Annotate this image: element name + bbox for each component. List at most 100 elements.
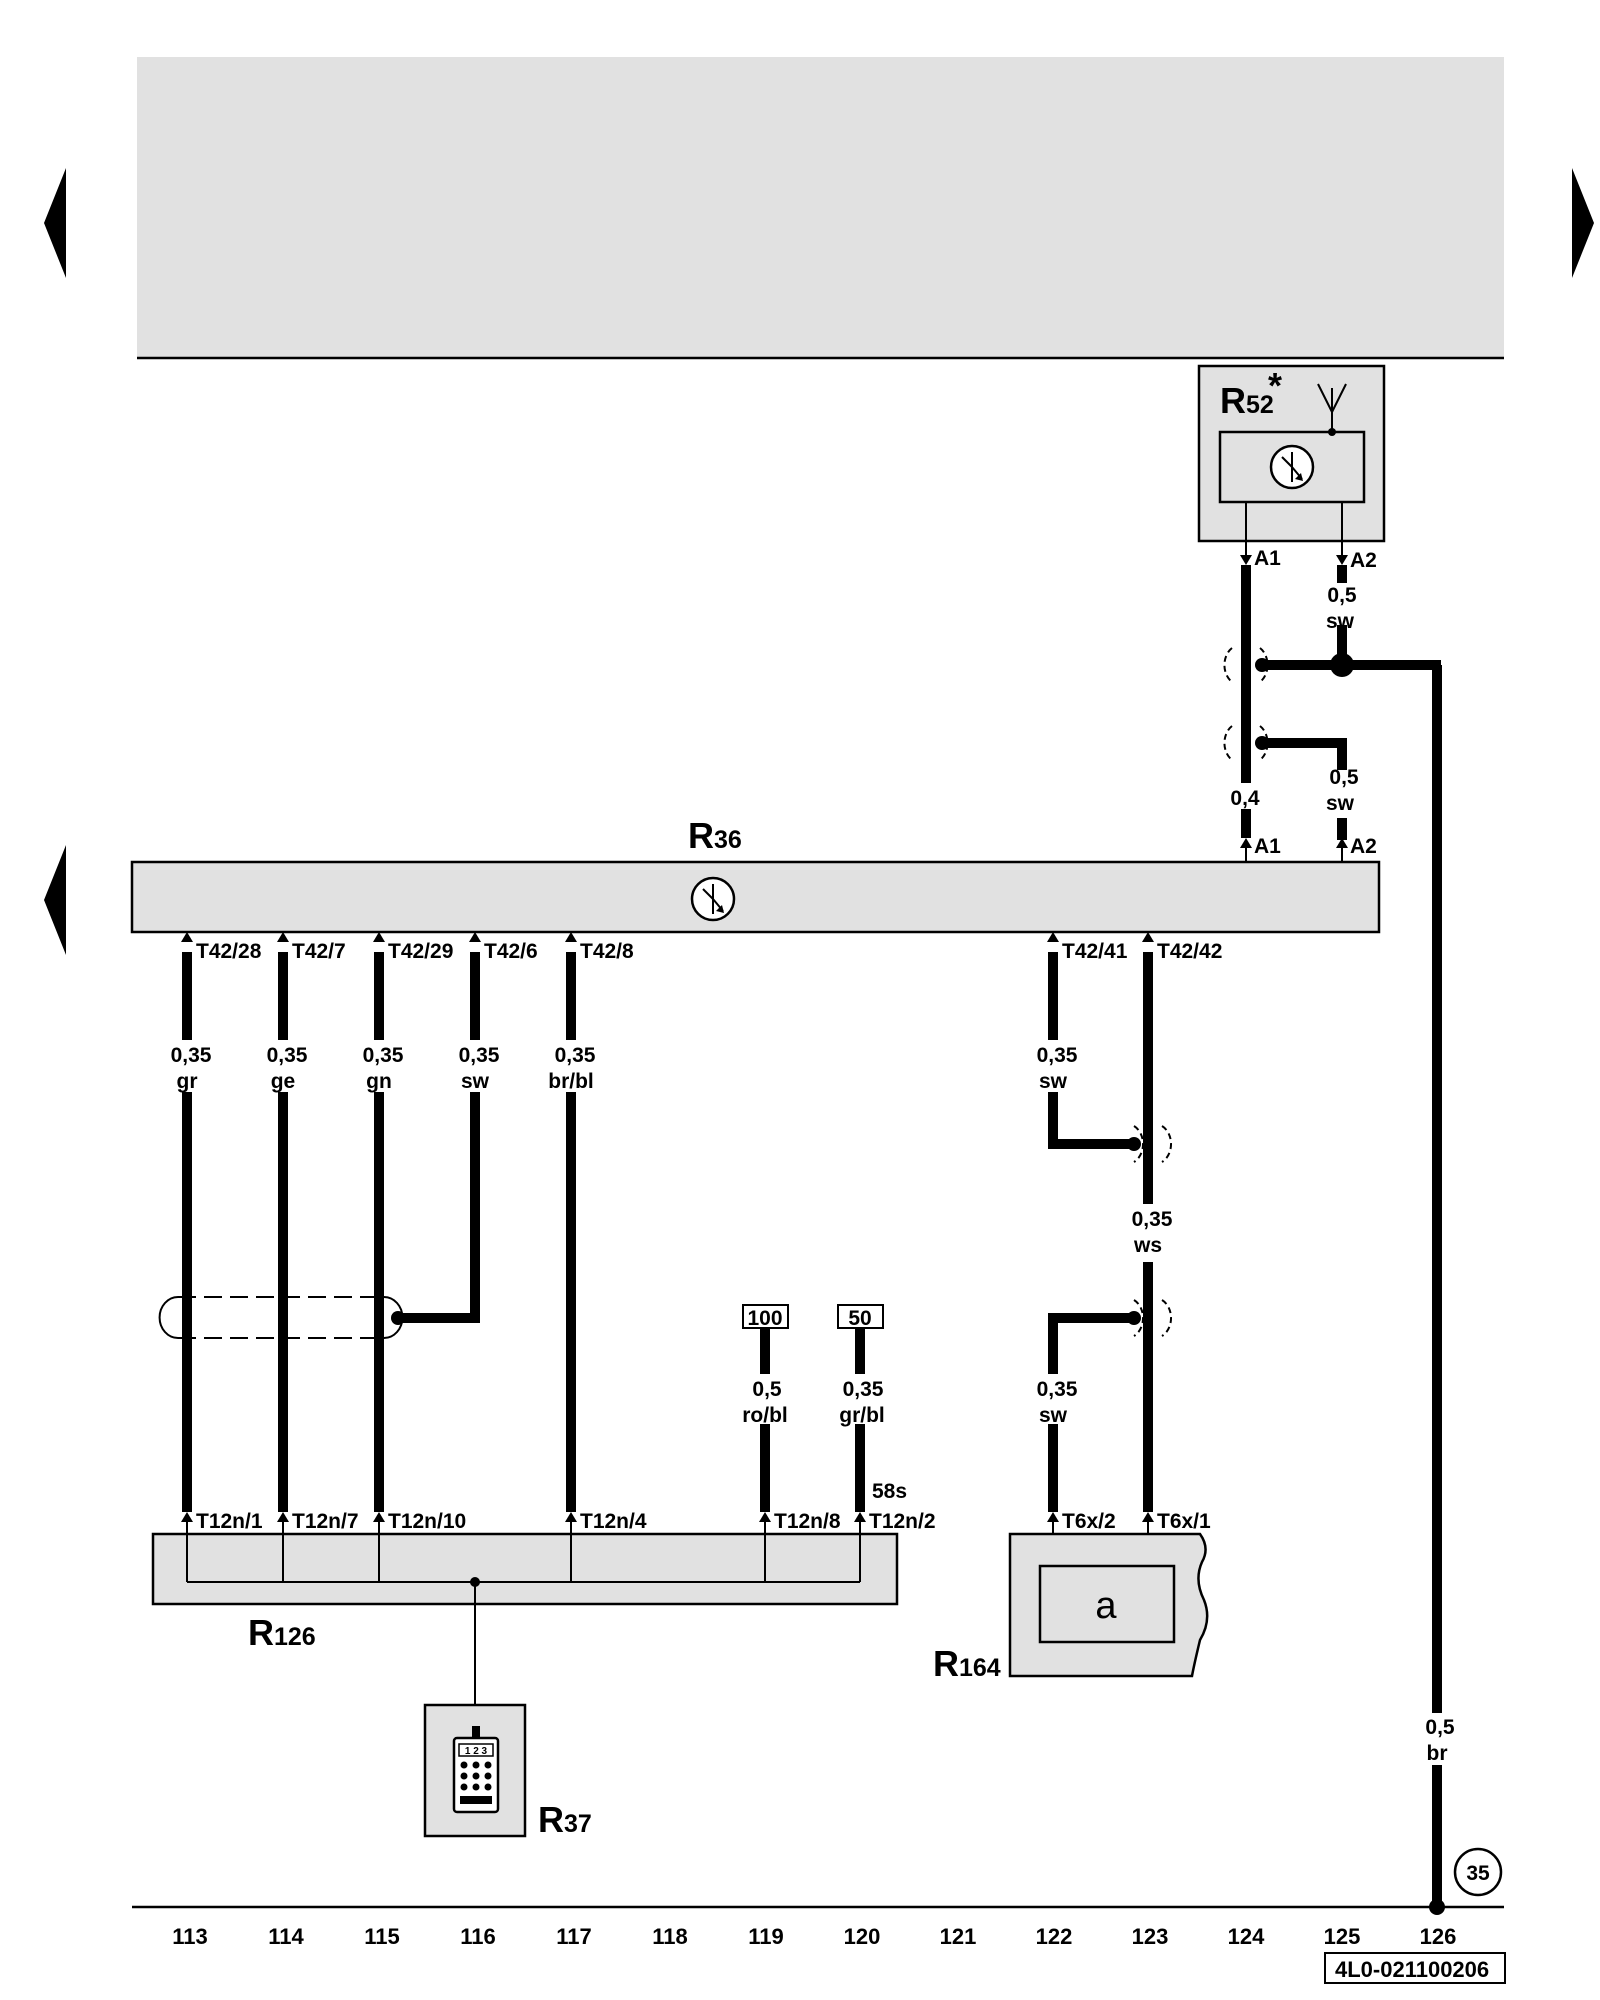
svg-text:124: 124 <box>1228 1924 1265 1949</box>
svg-text:0,35: 0,35 <box>555 1044 596 1067</box>
shield-junction-lower <box>1223 725 1233 761</box>
svg-text:A1: A1 <box>1254 835 1281 858</box>
component-r126: R126 <box>151 1522 899 1705</box>
svg-text:sw: sw <box>461 1070 490 1093</box>
pin-t12n-10: T12n/10 <box>373 1510 466 1533</box>
svg-text:0,5: 0,5 <box>1425 1716 1455 1739</box>
svg-text:T12n/4: T12n/4 <box>580 1510 647 1533</box>
nav-right-arrow-top[interactable] <box>1572 168 1594 278</box>
svg-text:T6x/2: T6x/2 <box>1062 1510 1116 1533</box>
r164-label: R164 <box>933 1643 1001 1684</box>
component-r36: R36 <box>130 815 1381 934</box>
svg-text:0,35: 0,35 <box>1037 1378 1078 1401</box>
pin-r36-a2: A2 <box>1336 835 1377 862</box>
svg-text:1 2 3: 1 2 3 <box>465 1746 488 1757</box>
component-r37: 1 2 3 R37 <box>423 1703 592 1840</box>
component-r164: a R164 <box>933 1522 1209 1684</box>
document-id: 4L0-021100206 <box>1324 1952 1506 1984</box>
svg-text:T42/8: T42/8 <box>580 940 634 963</box>
signal-58s: 58s <box>872 1480 907 1503</box>
svg-text:gr/bl: gr/bl <box>839 1404 885 1427</box>
svg-text:T42/28: T42/28 <box>196 940 262 963</box>
svg-text:T12n/2: T12n/2 <box>869 1510 936 1533</box>
svg-text:T12n/10: T12n/10 <box>388 1510 466 1533</box>
svg-text:0,35: 0,35 <box>459 1044 500 1067</box>
svg-text:T42/42: T42/42 <box>1157 940 1222 963</box>
cable-shield <box>158 1296 404 1339</box>
svg-text:120: 120 <box>844 1924 881 1949</box>
pin-r52-a1: A1 <box>1240 547 1281 570</box>
svg-text:0,35: 0,35 <box>1132 1208 1173 1231</box>
svg-text:T6x/1: T6x/1 <box>1157 1510 1211 1533</box>
svg-text:T12n/8: T12n/8 <box>774 1510 841 1533</box>
r37-label: R37 <box>538 1799 592 1840</box>
svg-text:125: 125 <box>1324 1924 1361 1949</box>
svg-text:50: 50 <box>848 1307 871 1330</box>
pin-t12n-7: T12n/7 <box>277 1510 359 1533</box>
svg-text:gn: gn <box>366 1070 392 1093</box>
svg-text:T42/7: T42/7 <box>292 940 346 963</box>
pin-t42-7: T42/7 <box>277 932 346 963</box>
svg-text:gr: gr <box>177 1070 198 1093</box>
pin-t42-8: T42/8 <box>565 932 634 963</box>
r164-symbol: a <box>1095 1585 1117 1627</box>
svg-text:121: 121 <box>940 1924 977 1949</box>
r126-label: R126 <box>248 1612 316 1653</box>
svg-text:0,35: 0,35 <box>267 1044 308 1067</box>
pin-t42-6: T42/6 <box>469 932 538 963</box>
svg-text:sw: sw <box>1039 1070 1068 1093</box>
svg-text:123: 123 <box>1132 1924 1169 1949</box>
shield-junction-upper <box>1223 647 1233 683</box>
pin-t6x-2: T6x/2 <box>1047 1510 1116 1533</box>
svg-text:ro/bl: ro/bl <box>742 1404 788 1427</box>
svg-text:117: 117 <box>556 1924 592 1949</box>
svg-text:ge: ge <box>271 1070 296 1093</box>
nav-left-arrow-middle[interactable] <box>44 845 66 955</box>
svg-text:0,35: 0,35 <box>843 1378 884 1401</box>
svg-text:0,5: 0,5 <box>1329 766 1359 789</box>
svg-text:0,35: 0,35 <box>1037 1044 1078 1067</box>
svg-text:0,35: 0,35 <box>363 1044 404 1067</box>
svg-text:0,4: 0,4 <box>1230 787 1260 810</box>
pin-t12n-8: T12n/8 <box>759 1510 841 1533</box>
pin-t12n-4: T12n/4 <box>565 1510 647 1533</box>
terminal-50: 50 <box>837 1304 884 1330</box>
ground-reference: 35 <box>1453 1847 1503 1897</box>
svg-text:119: 119 <box>748 1924 784 1949</box>
svg-text:100: 100 <box>747 1307 782 1330</box>
svg-text:T42/41: T42/41 <box>1062 940 1128 963</box>
svg-text:A2: A2 <box>1350 549 1377 572</box>
svg-text:ws: ws <box>1133 1234 1162 1257</box>
svg-text:br: br <box>1427 1742 1448 1765</box>
svg-text:br/bl: br/bl <box>548 1070 594 1093</box>
r36-label: R36 <box>688 815 742 856</box>
pin-t12n-2: T12n/2 <box>854 1510 936 1533</box>
svg-text:4L0-021100206: 4L0-021100206 <box>1335 1957 1489 1982</box>
svg-text:A2: A2 <box>1350 835 1377 858</box>
svg-text:0,5: 0,5 <box>752 1378 782 1401</box>
svg-text:35: 35 <box>1466 1862 1490 1885</box>
pin-t42-41: T42/41 <box>1047 932 1128 963</box>
svg-text:126: 126 <box>1420 1924 1457 1949</box>
column-numbers: 113 114 115 116 117 118 119 120 121 122 … <box>172 1924 1456 1949</box>
pin-t42-29: T42/29 <box>373 932 453 963</box>
terminal-100: 100 <box>742 1304 789 1330</box>
top-panel <box>137 57 1504 357</box>
antenna-icon <box>1317 383 1347 436</box>
svg-text:sw: sw <box>1326 610 1355 633</box>
svg-text:T42/6: T42/6 <box>484 940 538 963</box>
pin-t6x-1: T6x/1 <box>1142 1510 1211 1533</box>
svg-text:0,35: 0,35 <box>171 1044 212 1067</box>
svg-text:0,5: 0,5 <box>1327 584 1357 607</box>
component-r52: R52 * <box>1197 364 1386 560</box>
svg-text:T42/29: T42/29 <box>388 940 453 963</box>
svg-text:122: 122 <box>1036 1924 1073 1949</box>
svg-text:T12n/1: T12n/1 <box>196 1510 263 1533</box>
svg-text:114: 114 <box>268 1924 304 1949</box>
svg-text:115: 115 <box>364 1924 400 1949</box>
r52-label: R52 <box>1220 380 1274 421</box>
nav-left-arrow-top[interactable] <box>44 168 66 278</box>
svg-text:sw: sw <box>1039 1404 1068 1427</box>
svg-text:A1: A1 <box>1254 547 1281 570</box>
